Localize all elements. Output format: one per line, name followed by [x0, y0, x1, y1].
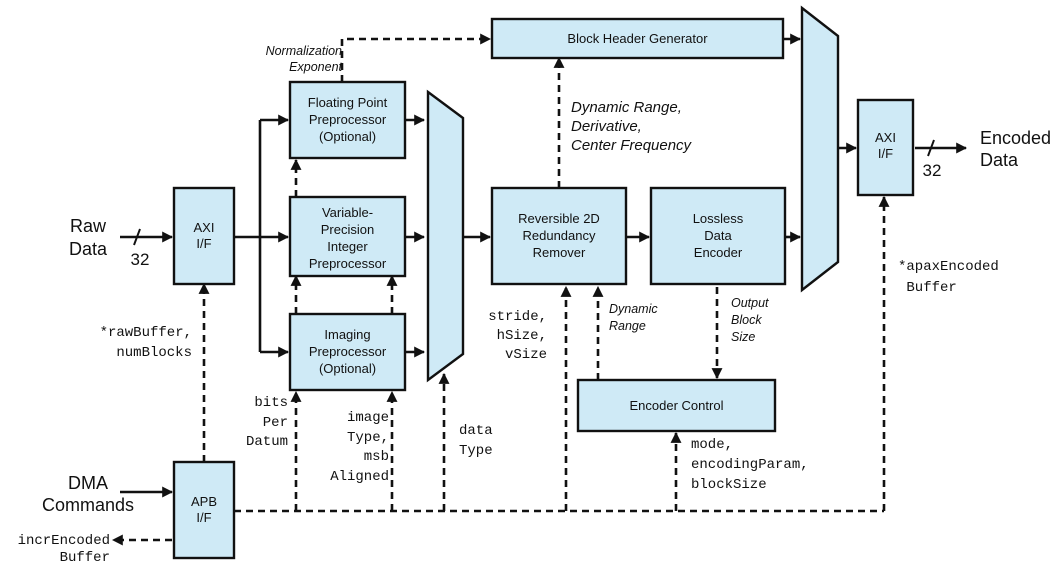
dynamic-range-label-1: Dynamic — [609, 302, 658, 316]
dma-label-1: DMA — [68, 473, 108, 493]
lossless-data-encoder-block: Lossless Data Encoder — [649, 186, 787, 286]
apb-block: APB I/F — [172, 460, 236, 560]
image-type-label-3: msb — [364, 449, 389, 465]
mode-label-1: mode, — [691, 437, 733, 453]
imaging-label-1: Imaging — [324, 327, 370, 342]
encoded-bus-width: 32 — [923, 161, 942, 180]
apb-label-1: APB — [191, 494, 217, 509]
apax-buffer-label-1: *apaxEncoded — [898, 259, 999, 275]
image-type-label-2: Type, — [347, 430, 389, 446]
float-label-1: Floating Point — [308, 95, 388, 110]
varprec-label-4: Preprocessor — [309, 256, 387, 271]
image-type-label-4: Aligned — [330, 469, 389, 485]
dyn-range-label-3: Center Frequency — [571, 137, 693, 154]
axi-in-block: AXI I/F — [172, 186, 236, 286]
data-type-label-1: data — [459, 423, 493, 439]
remover-label-3: Remover — [533, 245, 586, 260]
axi-out-label-1: AXI — [875, 130, 896, 145]
float-label-2: Preprocessor — [309, 112, 387, 127]
dyn-range-label-1: Dynamic Range, — [571, 99, 682, 116]
dynamic-range-label-2: Range — [609, 319, 646, 333]
bits-per-datum-label-1: bits — [254, 395, 288, 411]
preprocessor-mux — [426, 89, 465, 383]
dyn-range-label-2: Derivative, — [571, 118, 642, 135]
block-header-generator-block: Block Header Generator — [490, 17, 785, 60]
encoder-control-block: Encoder Control — [576, 378, 777, 433]
varprec-label-1: Variable- — [322, 205, 373, 220]
varprec-label-3: Integer — [327, 239, 368, 254]
axi-in-label-1: AXI — [194, 220, 215, 235]
encoded-bus-slash — [927, 139, 935, 157]
encoder-label-1: Lossless — [693, 211, 744, 226]
apax-buffer-label-2: Buffer — [898, 280, 957, 296]
mode-label-2: encodingParam, — [691, 457, 809, 473]
encoder-label-2: Data — [704, 228, 732, 243]
encoder-label-3: Encoder — [694, 245, 743, 260]
imaging-label-2: Preprocessor — [309, 344, 387, 359]
incr-buffer-label-1: incrEncoded — [18, 533, 110, 549]
remover-label-2: Redundancy — [523, 228, 596, 243]
encoder-control-label: Encoder Control — [630, 398, 724, 413]
output-mux — [800, 5, 840, 293]
data-type-label-2: Type — [459, 443, 493, 459]
varprec-label-2: Precision — [321, 222, 374, 237]
axi-in-label-2: I/F — [196, 236, 211, 251]
raw-bus-width: 32 — [131, 250, 150, 269]
bits-per-datum-label-2: Per — [263, 415, 288, 431]
raw-data-label-1: Raw — [70, 216, 107, 236]
block-header-label: Block Header Generator — [567, 31, 708, 46]
imaging-preprocessor-block: Imaging Preprocessor (Optional) — [288, 312, 407, 392]
redundancy-remover-block: Reversible 2D Redundancy Remover — [490, 186, 628, 286]
apb-label-2: I/F — [196, 510, 211, 525]
remover-label-1: Reversible 2D — [518, 211, 600, 226]
norm-exp-label-2: Exponent — [289, 60, 342, 74]
mode-label-3: blockSize — [691, 477, 767, 493]
stride-label-3: vSize — [505, 347, 547, 363]
connections — [111, 33, 968, 546]
encoded-data-label-1: Encoded — [980, 128, 1051, 148]
imaging-label-3: (Optional) — [319, 361, 376, 376]
norm-exp-label-1: Normalization — [266, 44, 342, 58]
raw-buffer-label-1: *rawBuffer, — [100, 325, 192, 341]
axi-out-label-2: I/F — [878, 146, 893, 161]
axi-out-block: AXI I/F — [856, 98, 915, 197]
norm-exp-dashed — [340, 33, 492, 82]
stride-label-2: hSize, — [497, 328, 547, 344]
incr-buffer-label-2: Buffer — [60, 550, 110, 564]
floating-point-preprocessor-block: Floating Point Preprocessor (Optional) — [288, 80, 407, 160]
dma-label-2: Commands — [42, 495, 134, 515]
encoded-data-label-2: Data — [980, 150, 1019, 170]
output-block-size-label-3: Size — [731, 330, 755, 344]
raw-data-label-2: Data — [69, 239, 108, 259]
variable-precision-preprocessor-block: Variable- Precision Integer Preprocessor — [288, 195, 407, 278]
output-block-size-label-1: Output — [731, 296, 769, 310]
float-label-3: (Optional) — [319, 129, 376, 144]
output-block-size-label-2: Block — [731, 313, 762, 327]
stride-label-1: stride, — [488, 309, 547, 325]
raw-buffer-label-2: numBlocks — [116, 345, 192, 361]
image-type-label-1: image — [347, 410, 389, 426]
bits-per-datum-label-3: Datum — [246, 434, 288, 450]
raw-bus-slash — [133, 228, 141, 246]
